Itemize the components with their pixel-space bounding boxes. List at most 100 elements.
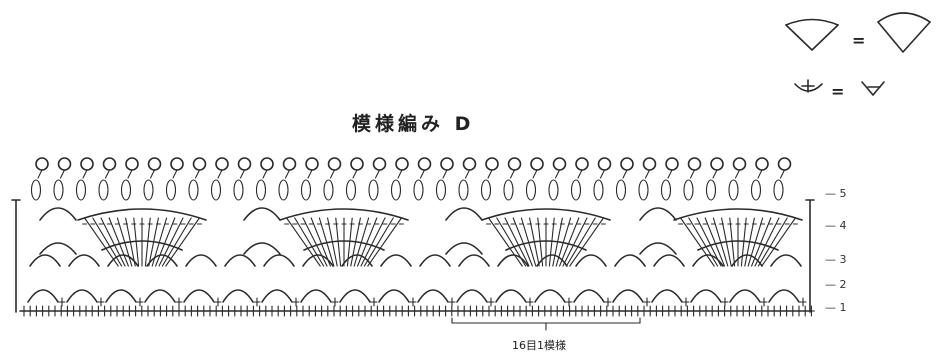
row-label-2: — 2 xyxy=(825,278,847,291)
petal-stitch xyxy=(728,179,739,201)
double-crochet-stitch xyxy=(82,217,119,267)
single-crochet-stitch xyxy=(26,305,34,317)
petal-stitch xyxy=(30,179,42,201)
picot-loop xyxy=(395,157,409,171)
chain-arch xyxy=(39,207,77,221)
double-crochet-stitch xyxy=(144,217,153,267)
single-crochet-stitch xyxy=(604,297,612,307)
chain-arch xyxy=(458,254,490,267)
single-crochet-stitch xyxy=(318,305,326,317)
legend-fan-symbol xyxy=(785,18,839,51)
single-crochet-stitch xyxy=(274,305,282,317)
chain-arch xyxy=(692,254,724,267)
single-crochet-stitch xyxy=(460,305,468,317)
double-crochet-stitch xyxy=(165,217,202,267)
single-crochet-stitch xyxy=(466,305,474,317)
single-crochet-stitch xyxy=(621,305,629,317)
single-crochet-stitch xyxy=(305,305,313,317)
picot-loop xyxy=(102,157,117,171)
single-crochet-stitch xyxy=(659,305,667,317)
picot-loop xyxy=(732,157,747,171)
picot-loop xyxy=(147,157,162,171)
petal-stitch xyxy=(593,179,604,201)
single-crochet-stitch xyxy=(609,305,617,317)
chain-stitch xyxy=(757,169,763,179)
picot-loop xyxy=(665,157,679,171)
single-crochet-stitch xyxy=(107,305,115,317)
picot-loop xyxy=(80,157,94,171)
single-crochet-stitch xyxy=(280,305,288,317)
fan-top-arc xyxy=(481,208,611,221)
single-crochet-stitch xyxy=(510,305,518,317)
petal-stitch xyxy=(323,179,334,201)
chain-arch xyxy=(380,254,412,267)
chain-stitch xyxy=(194,169,201,179)
picot-loop xyxy=(215,157,229,171)
single-crochet-stitch xyxy=(442,305,450,317)
single-crochet-stitch xyxy=(119,305,127,317)
single-crochet-stitch xyxy=(799,297,807,307)
double-crochet-stitch xyxy=(761,217,798,267)
single-crochet-stitch xyxy=(634,305,642,317)
petal-stitch xyxy=(120,179,132,201)
single-crochet-stitch xyxy=(181,305,189,317)
double-crochet-stitch xyxy=(757,217,790,267)
single-crochet-stitch xyxy=(646,305,654,317)
chain-stitch xyxy=(59,169,66,179)
single-crochet-stitch xyxy=(752,305,760,317)
single-crochet-stitch xyxy=(473,305,481,317)
chain-stitch xyxy=(37,169,43,179)
chain-stitch xyxy=(352,169,358,179)
single-crochet-stitch xyxy=(355,305,363,317)
single-crochet-stitch xyxy=(156,305,164,317)
single-crochet-stitch xyxy=(708,305,716,317)
single-crochet-stitch xyxy=(497,305,505,317)
chain-stitch xyxy=(509,169,516,179)
single-crochet-stitch xyxy=(361,305,369,317)
chart-title: 模様編み D xyxy=(352,112,474,135)
single-crochet-stitch xyxy=(243,305,251,317)
single-crochet-stitch xyxy=(572,305,580,317)
petal-stitch xyxy=(75,179,87,201)
chain-stitch xyxy=(329,169,336,179)
single-crochet-stitch xyxy=(212,305,220,317)
single-crochet-stitch xyxy=(702,305,710,317)
single-crochet-stitch xyxy=(696,305,704,317)
row-labels: — 1 — 2 — 3 — 4 — 5 xyxy=(825,187,847,314)
single-crochet-stitch xyxy=(175,305,183,317)
single-crochet-stitch xyxy=(253,297,261,307)
picot-loop xyxy=(620,157,634,171)
chain-arch xyxy=(302,254,334,267)
single-crochet-stitch xyxy=(578,305,586,317)
single-crochet-stitch xyxy=(727,305,735,317)
single-crochet-stitch xyxy=(331,297,339,307)
picot-loop xyxy=(642,157,657,171)
edge-marker xyxy=(11,199,21,313)
petal-stitch xyxy=(368,179,379,201)
single-crochet-stitch xyxy=(136,297,144,307)
chain-stitch xyxy=(779,169,786,179)
chain-stitch xyxy=(284,169,291,179)
picot-loop xyxy=(710,157,724,171)
double-crochet-stitch xyxy=(494,217,527,267)
double-crochet-stitch xyxy=(155,217,178,267)
double-crochet-stitch xyxy=(346,217,355,267)
single-crochet-stitch xyxy=(485,305,493,317)
chain-stitch xyxy=(262,169,268,179)
petal-stitch xyxy=(750,179,762,201)
petal-stitch xyxy=(660,179,672,201)
single-crochet-stitch xyxy=(97,297,105,307)
chain-arch xyxy=(573,289,605,303)
single-crochet-stitch xyxy=(429,305,437,317)
single-crochet-stitch xyxy=(268,305,276,317)
double-crochet-stitch xyxy=(727,217,736,267)
single-crochet-stitch xyxy=(690,305,698,317)
chain-arch xyxy=(27,289,59,303)
single-crochet-stitch xyxy=(237,305,245,317)
chain-stitch xyxy=(442,169,448,179)
single-crochet-stitch xyxy=(200,305,208,317)
chain-stitch xyxy=(127,169,133,179)
single-crochet-stitch xyxy=(789,305,797,317)
single-crochet-stitch xyxy=(293,305,301,317)
chain-arch xyxy=(445,242,483,255)
